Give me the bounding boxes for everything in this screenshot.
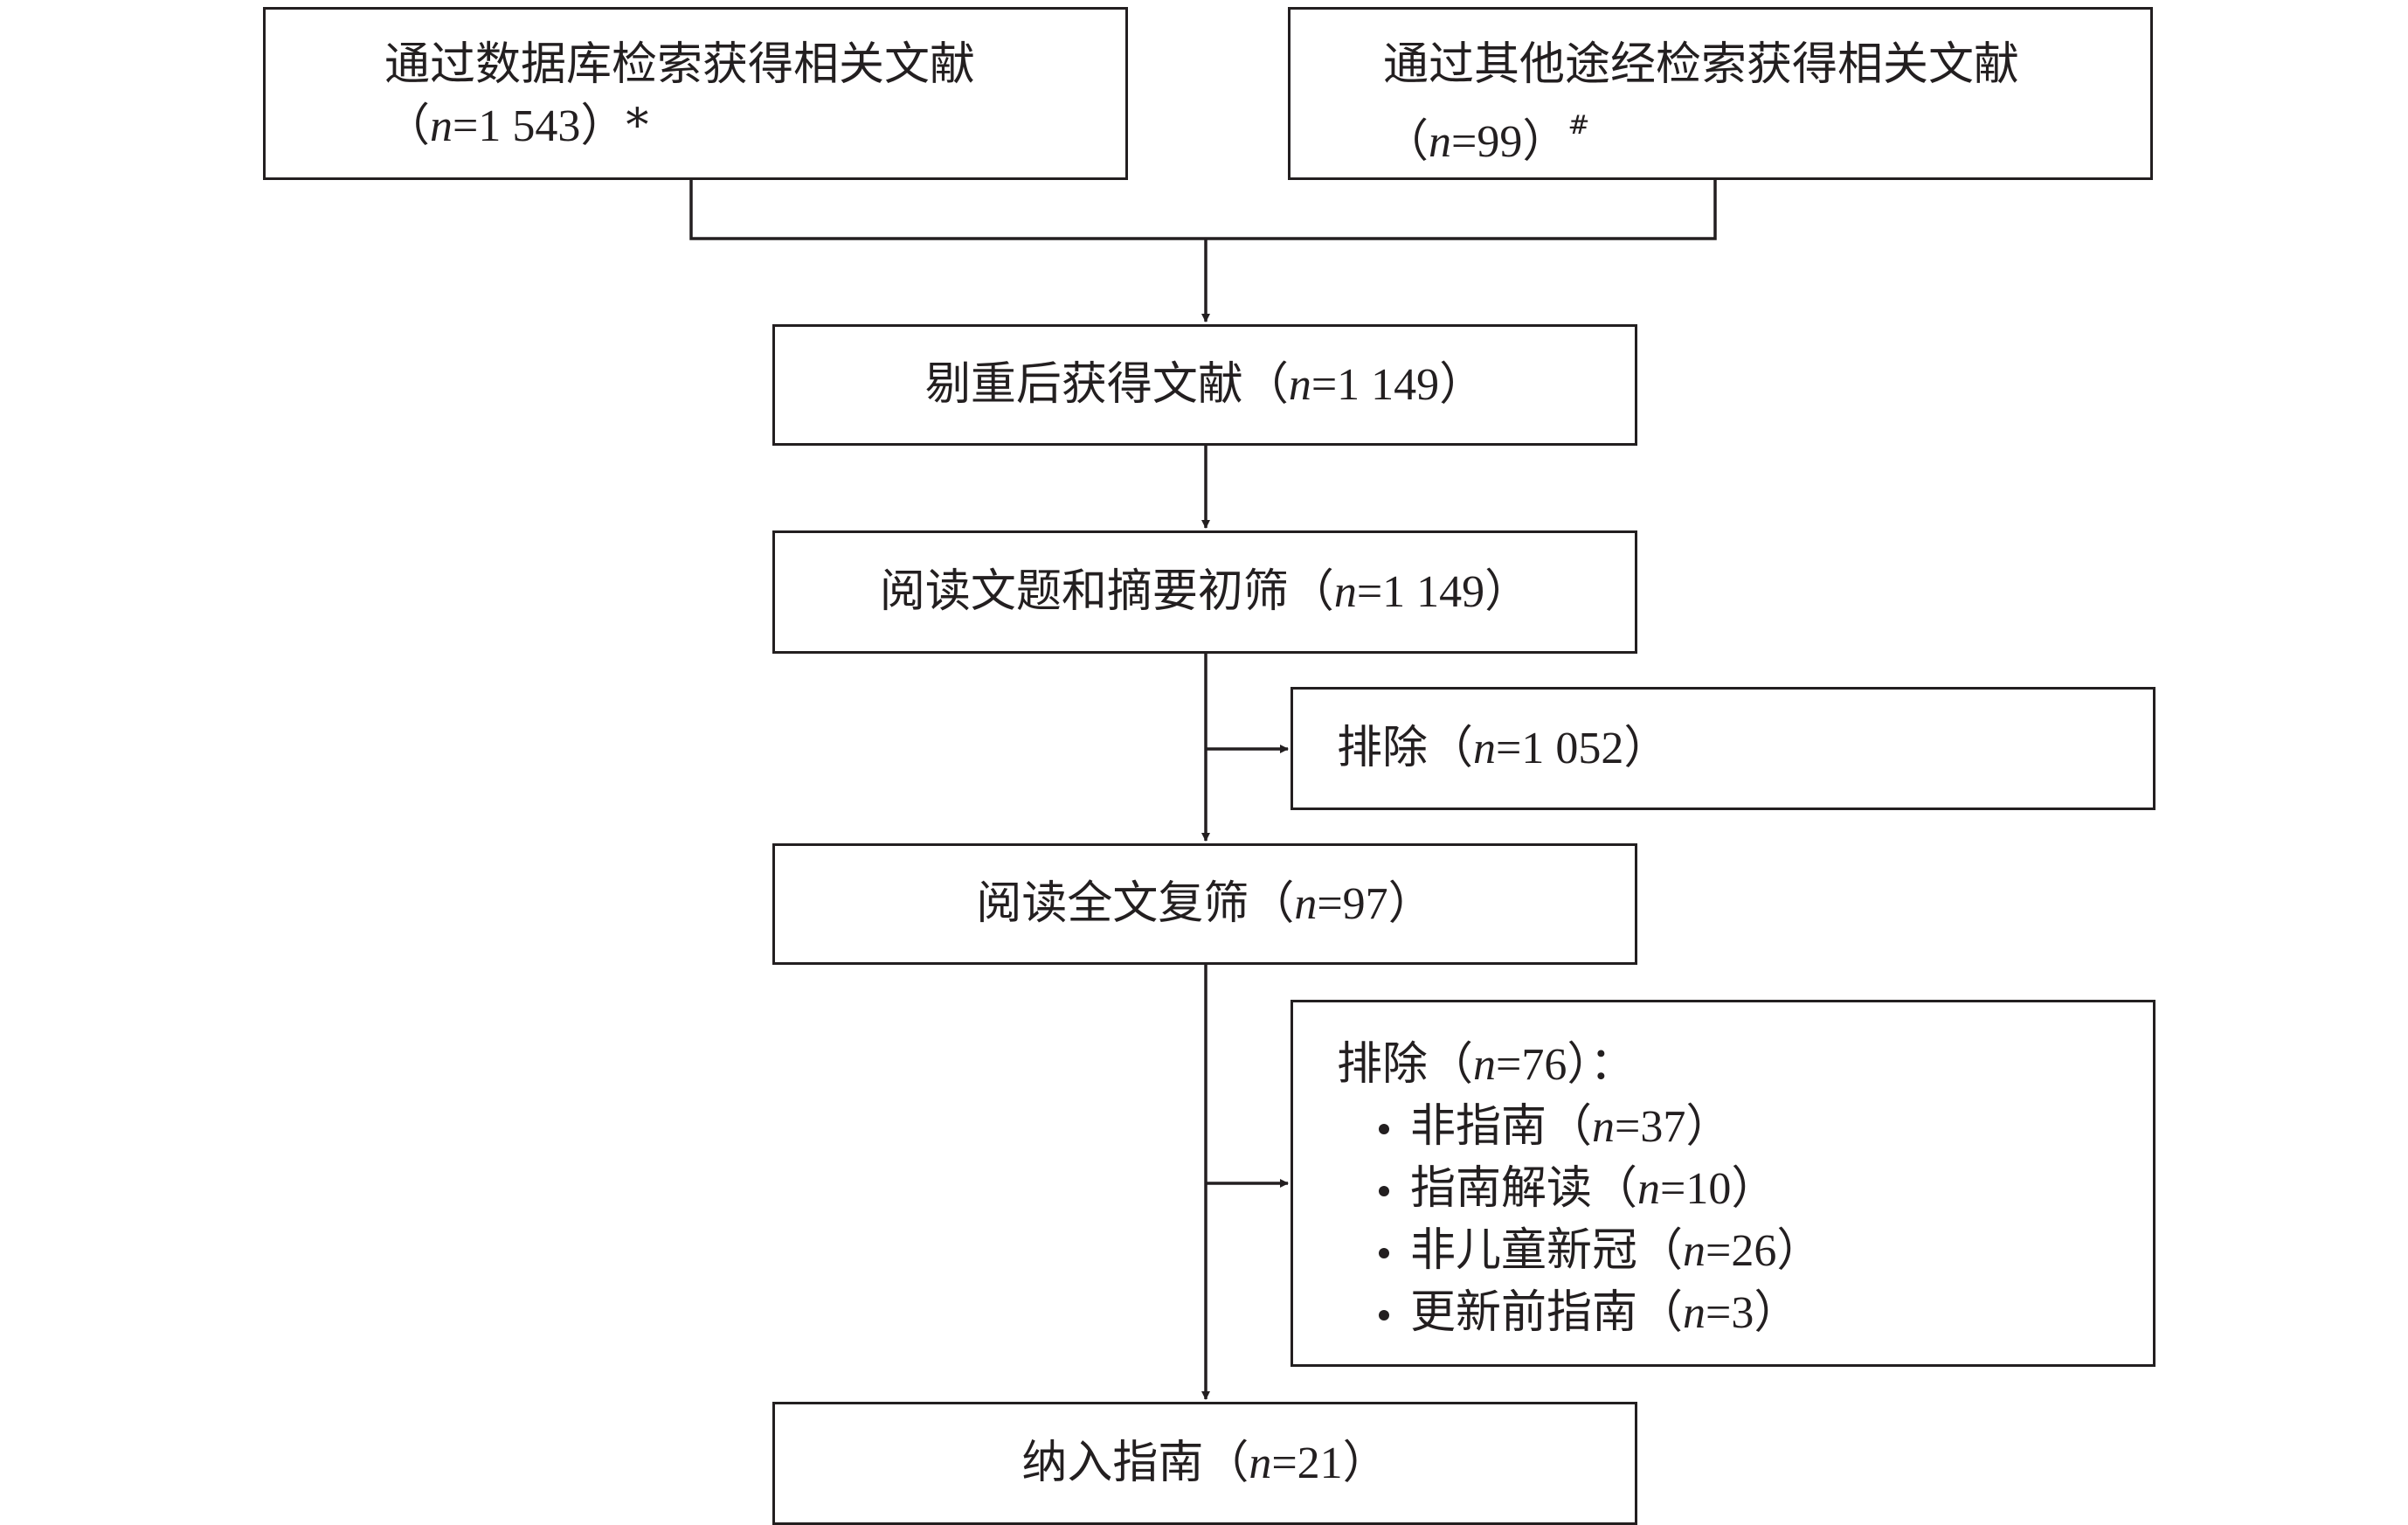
- list-item: 非儿童新冠（n=26）: [1379, 1220, 2153, 1282]
- exclusion-box-2: 排除（n=76）： 非指南（n=37） 指南解读（n=10） 非儿童新冠（n=2…: [1290, 1000, 2155, 1367]
- other-sources-count: （n=99）#: [1383, 110, 1590, 168]
- exclusion-2-heading: 排除（n=76）：: [1337, 1038, 1636, 1091]
- list-item: 指南解读（n=10）: [1379, 1158, 2153, 1220]
- title-abstract-screen-box: 阅读文题和摘要初筛（n=1 149）: [772, 530, 1637, 654]
- full-text-screen-label: 阅读全文复筛（n=97）: [976, 877, 1434, 930]
- list-item: 非指南（n=37）: [1379, 1096, 2153, 1158]
- database-search-count: （n=1 543）*: [384, 100, 649, 152]
- deduplicated-label: 剔重后获得文献（n=1 149）: [924, 358, 1485, 411]
- merge-line: [689, 180, 1717, 240]
- included-guidelines-label: 纳入指南（n=21）: [1021, 1437, 1388, 1489]
- deduplicated-box: 剔重后获得文献（n=1 149）: [772, 324, 1637, 446]
- exclusion-reasons-list: 非指南（n=37） 指南解读（n=10） 非儿童新冠（n=26） 更新前指南（n…: [1337, 1096, 2153, 1344]
- database-search-title: 通过数据库检索获得相关文献: [384, 38, 976, 91]
- other-sources-title: 通过其他途经检索获得相关文献: [1383, 38, 2020, 91]
- title-abstract-screen-label: 阅读文题和摘要初筛（n=1 149）: [879, 565, 1531, 618]
- exclusion-1-label: 排除（n=1 052）: [1337, 722, 1670, 774]
- database-search-box: 通过数据库检索获得相关文献 （n=1 543）*: [263, 7, 1128, 180]
- full-text-screen-box: 阅读全文复筛（n=97）: [772, 843, 1637, 965]
- other-sources-box: 通过其他途经检索获得相关文献 （n=99）#: [1288, 7, 2153, 180]
- exclusion-box-1: 排除（n=1 052）: [1290, 687, 2155, 810]
- list-item: 更新前指南（n=3）: [1379, 1282, 2153, 1344]
- included-guidelines-box: 纳入指南（n=21）: [772, 1402, 1637, 1525]
